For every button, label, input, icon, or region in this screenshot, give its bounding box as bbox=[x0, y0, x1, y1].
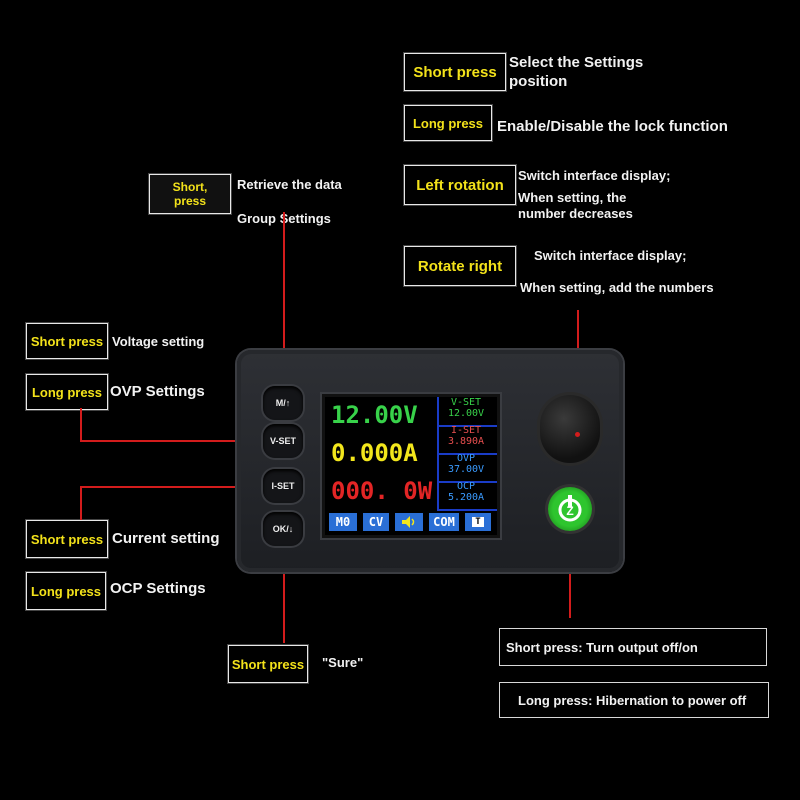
ok-desc: "Sure" bbox=[322, 655, 364, 670]
side-ovp: OVP 37.00V bbox=[437, 453, 497, 483]
lock-desc: Enable/Disable the lock function bbox=[497, 118, 728, 135]
long-press-lock-tag: Long press bbox=[404, 105, 492, 141]
side-iset: I-SET 3.890A bbox=[437, 425, 497, 455]
iset-long-desc: OCP Settings bbox=[110, 580, 206, 597]
knob-dot bbox=[575, 432, 580, 437]
rotary-knob[interactable] bbox=[540, 395, 600, 463]
left-desc-1: Switch interface display; bbox=[518, 168, 671, 183]
lcd-screen: 12.00V 0.000A 000. 0W V-SET 12.00V I-SET… bbox=[322, 394, 500, 538]
mt-short-line2: press bbox=[173, 194, 207, 208]
mt-desc-1: Retrieve the data bbox=[237, 177, 342, 192]
leader-ok bbox=[283, 545, 285, 643]
right-desc-2: When setting, add the numbers bbox=[520, 280, 714, 295]
speaker-icon bbox=[395, 513, 423, 531]
status-lock: T bbox=[472, 517, 484, 527]
vset-long-desc: OVP Settings bbox=[110, 383, 205, 400]
iset-short-desc: Current setting bbox=[112, 530, 220, 547]
side-ocp: OCP 5.200A bbox=[437, 481, 497, 511]
side-ovp-value: 37.00V bbox=[447, 464, 485, 475]
current-readout: 0.000A bbox=[331, 439, 418, 467]
side-ocp-label: OCP bbox=[456, 481, 476, 492]
leader-iset-h bbox=[80, 486, 260, 488]
svg-text:Z: Z bbox=[566, 504, 573, 518]
status-com: COM bbox=[429, 513, 459, 531]
leader-mt bbox=[283, 212, 285, 382]
vset-short-press-tag: Short press bbox=[26, 323, 108, 359]
ok-short-press-tag: Short press bbox=[228, 645, 308, 683]
leader-vset-h bbox=[80, 440, 260, 442]
right-desc-1: Switch interface display; bbox=[534, 248, 687, 263]
side-vset: V-SET 12.00V bbox=[437, 397, 497, 427]
ok-button[interactable]: OK/↓ bbox=[263, 512, 303, 546]
power-icon: Z bbox=[558, 495, 582, 522]
side-vset-label: V-SET bbox=[450, 397, 482, 408]
vset-button[interactable]: V-SET bbox=[263, 424, 303, 458]
iset-short-press-tag: Short press bbox=[26, 520, 108, 558]
mt-button[interactable]: M/↑ bbox=[263, 386, 303, 420]
side-iset-value: 3.890A bbox=[447, 436, 485, 447]
mt-short-press-tag: Short, press bbox=[149, 174, 231, 214]
short-press-select-tag: Short press bbox=[404, 53, 506, 91]
power-short-press-box: Short press: Turn output off/on bbox=[499, 628, 767, 666]
power-long-press-box: Long press: Hibernation to power off bbox=[499, 682, 769, 718]
side-vset-value: 12.00V bbox=[447, 408, 485, 419]
select-desc-1: Select the Settings bbox=[509, 54, 644, 71]
left-desc-3: number decreases bbox=[518, 206, 633, 221]
iset-button[interactable]: I-SET bbox=[263, 469, 303, 503]
left-desc-2: When setting, the bbox=[518, 190, 627, 205]
leader-power bbox=[569, 530, 571, 618]
leader-vset bbox=[80, 408, 82, 441]
iset-long-press-tag: Long press bbox=[26, 572, 106, 610]
side-iset-label: I-SET bbox=[450, 425, 482, 436]
voltage-readout: 12.00V bbox=[331, 401, 418, 429]
status-cv: CV bbox=[363, 513, 389, 531]
leader-iset bbox=[80, 486, 82, 520]
select-desc-2: position bbox=[509, 73, 568, 90]
left-rotation-tag: Left rotation bbox=[404, 165, 516, 205]
side-ovp-label: OVP bbox=[456, 453, 476, 464]
vset-short-desc: Voltage setting bbox=[112, 334, 205, 349]
lock-icon: T bbox=[465, 513, 491, 531]
power-button[interactable]: Z bbox=[548, 487, 592, 531]
mt-short-line1: Short, bbox=[172, 180, 208, 194]
vset-long-press-tag: Long press bbox=[26, 374, 108, 410]
side-ocp-value: 5.200A bbox=[447, 492, 485, 503]
power-readout: 000. 0W bbox=[331, 477, 433, 505]
status-mode: M0 bbox=[329, 513, 357, 531]
rotate-right-tag: Rotate right bbox=[404, 246, 516, 286]
